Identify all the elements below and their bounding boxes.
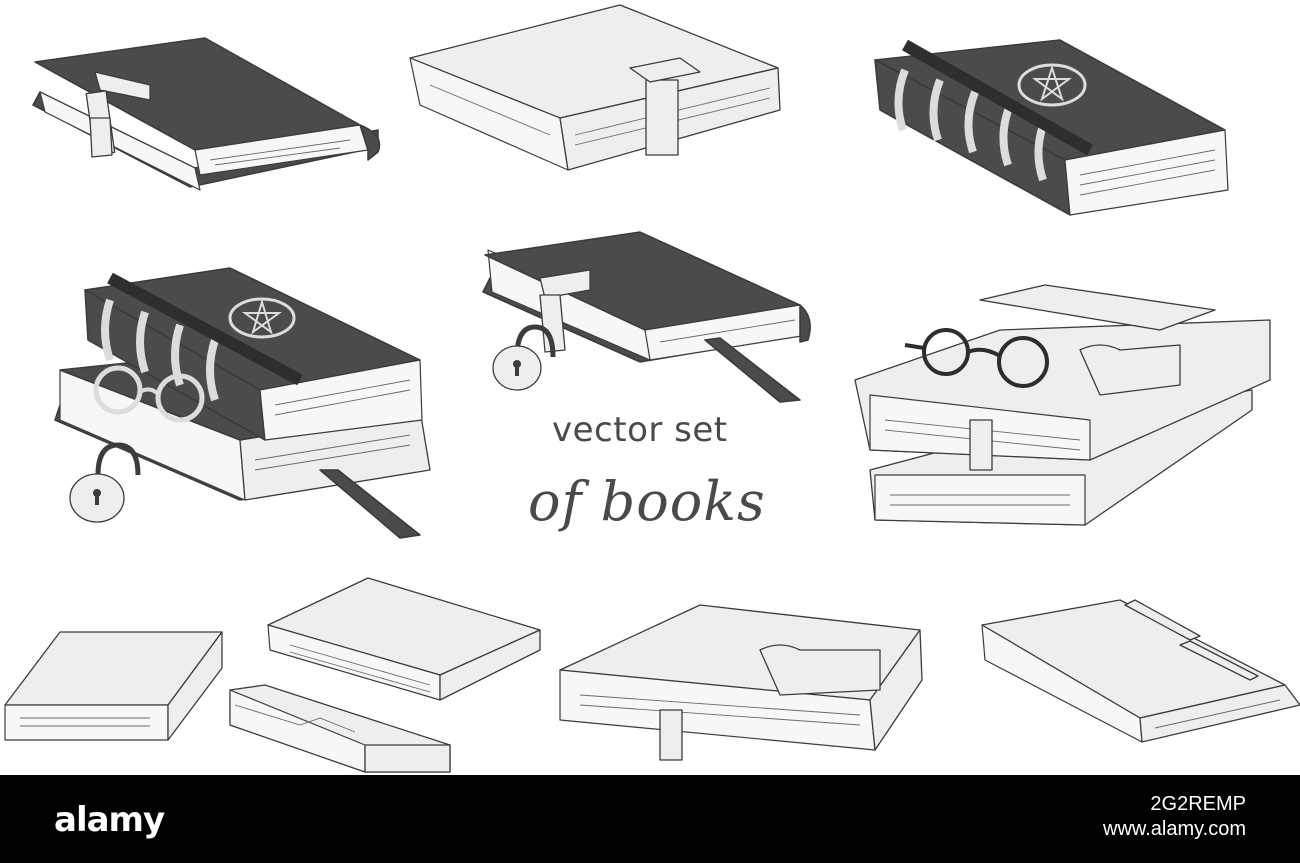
dark-book-padlock	[482, 231, 811, 403]
watermark-brand: alamy	[54, 800, 165, 840]
books-illustration: .d { fill:#4b4b4b; stroke:#3a3a3a; strok…	[4, 4, 1300, 773]
light-book-strap	[409, 4, 781, 171]
light-book-strap-bookmark	[559, 604, 923, 761]
caption-line-2: of books	[528, 470, 766, 533]
watermark-image-id: 2G2REMP	[1150, 793, 1246, 815]
dark-book-strap	[32, 37, 381, 191]
caption-line-1: vector set	[552, 410, 728, 450]
pentagram-emblem	[228, 297, 296, 339]
glasses-icon	[93, 365, 205, 423]
dark-books-stack-lock	[54, 267, 431, 539]
glasses-icon	[904, 328, 1049, 388]
illustration-canvas: .d { fill:#4b4b4b; stroke:#3a3a3a; strok…	[4, 4, 1300, 773]
light-book-side	[981, 599, 1300, 743]
watermark-bar	[0, 775, 1300, 863]
light-book-angled	[267, 577, 541, 701]
light-books-stack-glasses	[854, 284, 1271, 526]
watermark-site: www.alamy.com	[1103, 818, 1246, 840]
light-book-spine-box	[229, 684, 451, 773]
light-book-flat	[4, 631, 223, 741]
padlock-icon	[492, 324, 556, 391]
padlock-icon	[69, 442, 141, 523]
dark-grimoire-pentagram	[874, 39, 1229, 216]
pentagram-emblem	[1017, 63, 1087, 107]
